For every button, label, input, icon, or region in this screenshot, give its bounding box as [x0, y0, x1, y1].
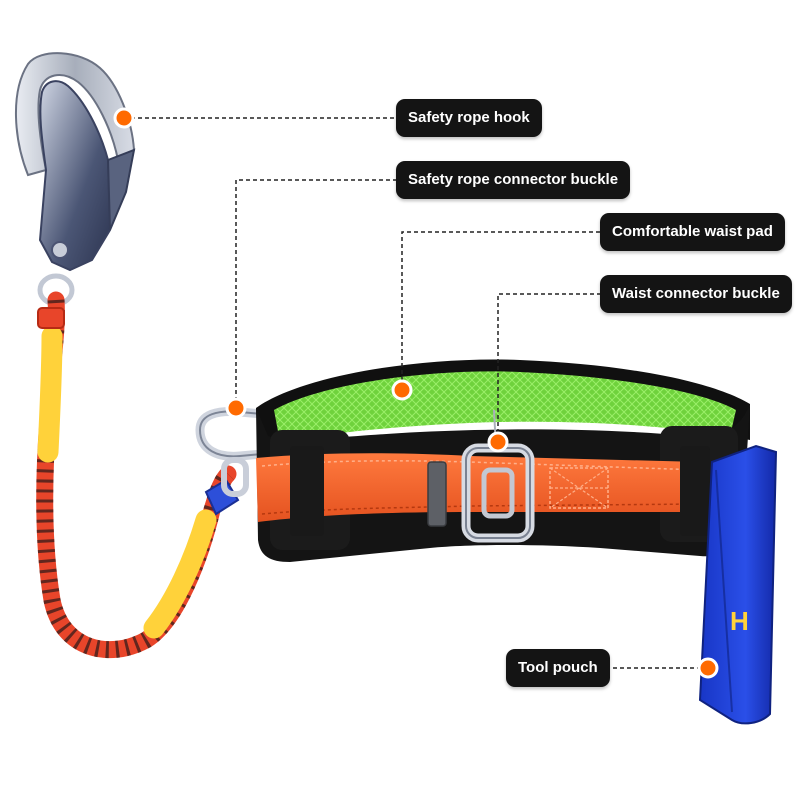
pouch-print: H — [730, 606, 749, 636]
label-connector-buckle: Safety rope connector buckle — [396, 161, 631, 199]
safety-rope — [36, 291, 240, 659]
leader-waist-buckle — [497, 293, 600, 440]
tool-pouch: H — [698, 444, 778, 725]
marker-waist-buckle — [487, 431, 509, 453]
marker-hook — [113, 107, 135, 129]
label-tool-pouch: Tool pouch — [506, 649, 610, 687]
label-safety-rope-hook: Safety rope hook — [396, 99, 542, 137]
callout-leaders — [124, 117, 708, 669]
waist-strap — [256, 446, 710, 536]
marker-tool-pouch — [697, 657, 719, 679]
marker-waist-pad — [391, 379, 413, 401]
marker-connector — [225, 397, 247, 419]
snap-hook — [14, 52, 136, 307]
leader-waist-pad — [401, 231, 600, 388]
callout-markers — [113, 107, 719, 679]
label-waist-connector-buckle: Waist connector buckle — [600, 275, 792, 313]
leader-connector — [235, 179, 396, 408]
label-waist-pad: Comfortable waist pad — [600, 213, 785, 251]
